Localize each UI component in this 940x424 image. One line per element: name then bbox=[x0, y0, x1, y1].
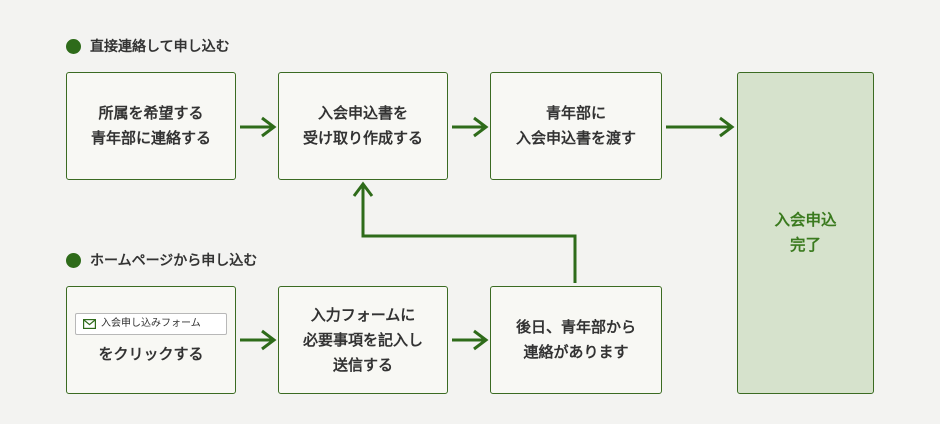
envelope-icon bbox=[83, 319, 96, 329]
arrow-right-icon bbox=[240, 116, 277, 138]
section-heading-home-label: ホームページから申し込む bbox=[90, 253, 258, 269]
bullet-dot-icon bbox=[66, 252, 81, 268]
arrow-right-icon bbox=[666, 116, 735, 138]
step-box-contact-division: 所属を希望する 青年部に連絡する bbox=[66, 72, 236, 180]
step-box-fill-form: 入力フォームに 必要事項を記入し 送信する bbox=[278, 286, 448, 394]
final-text-line: 完了 bbox=[789, 236, 821, 254]
section-heading-direct: 直接連絡して申し込む bbox=[66, 36, 230, 56]
section-heading-home: ホームページから申し込む bbox=[66, 250, 257, 270]
step-text-line: 青年部に bbox=[545, 104, 606, 122]
step-text-line: 受け取り作成する bbox=[302, 129, 423, 147]
arrow-up-connector-icon bbox=[352, 181, 577, 283]
step-text-line: 連絡があります bbox=[523, 343, 629, 361]
step-text-line: 送信する bbox=[332, 355, 393, 374]
step-box-click-form: 入会申し込みフォーム をクリックする bbox=[66, 286, 236, 394]
step-text-line: をクリックする bbox=[98, 345, 204, 363]
step-text-line: 青年部に連絡する bbox=[90, 129, 211, 147]
arrow-right-icon bbox=[452, 329, 489, 351]
arrow-right-icon bbox=[240, 329, 277, 351]
step-text-line: 後日、青年部から bbox=[515, 318, 636, 336]
final-box-application-complete: 入会申込 完了 bbox=[737, 72, 874, 394]
bullet-dot-icon bbox=[66, 38, 81, 54]
step-text-line: 入会申込書を渡す bbox=[515, 129, 636, 147]
arrow-right-icon bbox=[452, 116, 489, 138]
step-text-line: 必要事項を記入し bbox=[302, 330, 423, 349]
final-text-line: 入会申込 bbox=[774, 211, 837, 229]
step-box-await-contact: 後日、青年部から 連絡があります bbox=[490, 286, 662, 394]
step-text-line: 入力フォームに bbox=[310, 305, 416, 324]
step-box-receive-application: 入会申込書を 受け取り作成する bbox=[278, 72, 448, 180]
application-form-button[interactable]: 入会申し込みフォーム bbox=[75, 313, 227, 335]
application-form-button-label: 入会申し込みフォーム bbox=[101, 318, 201, 329]
step-text-line: 所属を希望する bbox=[98, 104, 204, 122]
step-box-submit-application: 青年部に 入会申込書を渡す bbox=[490, 72, 662, 180]
section-heading-direct-label: 直接連絡して申し込む bbox=[90, 39, 230, 55]
step-text-line: 入会申込書を bbox=[317, 104, 408, 122]
